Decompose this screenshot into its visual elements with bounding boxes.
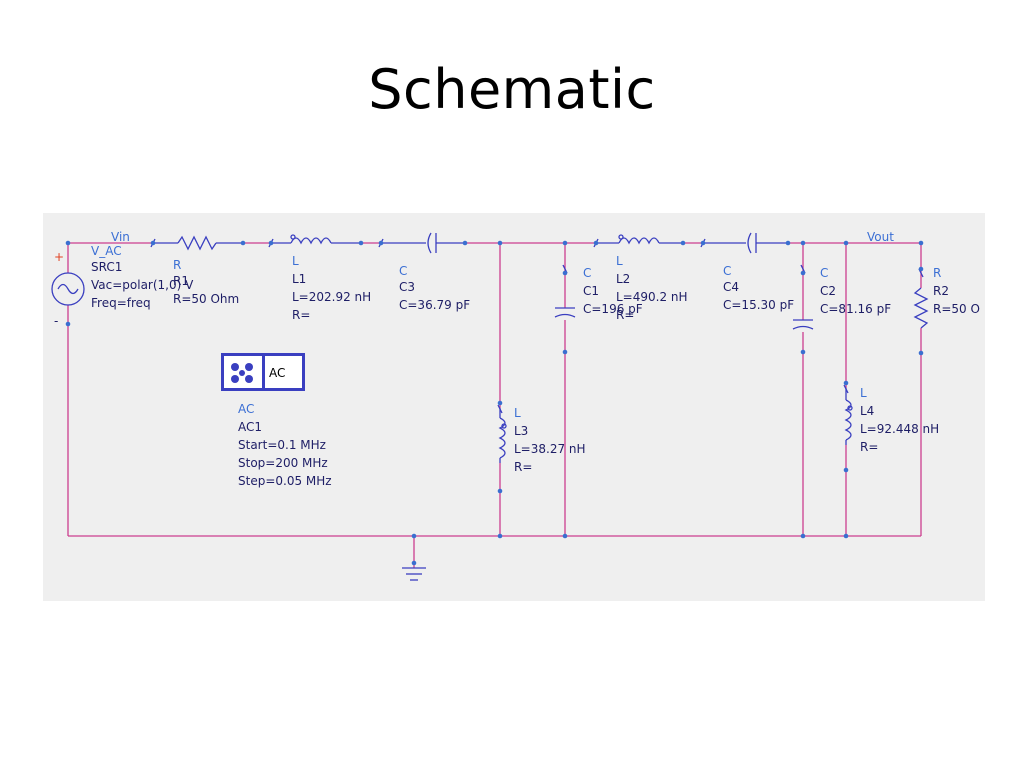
svg-text:C4: C4: [723, 280, 739, 294]
svg-text:R=: R=: [292, 308, 310, 322]
wires: [67, 242, 922, 568]
ac-simulation-block[interactable]: AC: [221, 353, 305, 391]
svg-text:Start=0.1 MHz: Start=0.1 MHz: [238, 438, 326, 452]
svg-text:L=490.2 nH: L=490.2 nH: [616, 290, 688, 304]
svg-text:C: C: [820, 266, 828, 280]
inductor-l2-labels: L L2 L=490.2 nH R=: [616, 254, 688, 322]
svg-text:C=196 pF: C=196 pF: [583, 302, 643, 316]
resistor-r1-symbol: [153, 235, 243, 251]
source-minus-sign: -: [54, 314, 58, 328]
svg-text:R: R: [933, 266, 941, 280]
svg-text:L: L: [860, 386, 867, 400]
svg-text:AC1: AC1: [238, 420, 262, 434]
source-v-ac-labels: V_AC SRC1 Vac=polar(1,0) V Freq=freq: [91, 244, 194, 310]
resistor-r2-labels: R R2 R=50 O: [933, 266, 980, 316]
svg-text:L3: L3: [514, 424, 528, 438]
simulation-gear-icon: [231, 363, 253, 383]
svg-text:R=50 Ohm: R=50 Ohm: [173, 292, 239, 306]
svg-text:C1: C1: [583, 284, 599, 298]
slide-title: Schematic: [368, 58, 656, 121]
svg-text:L4: L4: [860, 404, 874, 418]
capacitor-c1-labels: C C1 C=196 pF: [583, 266, 643, 316]
svg-text:C=15.30 pF: C=15.30 pF: [723, 298, 794, 312]
capacitor-c2-labels: C C2 C=81.16 pF: [820, 266, 891, 316]
svg-text:L2: L2: [616, 272, 630, 286]
ac-simulation-labels: AC AC1 Start=0.1 MHz Stop=200 MHz Step=0…: [238, 402, 332, 488]
ground-icon: [402, 567, 426, 581]
resistor-r1-labels: R R1 R=50 Ohm: [173, 258, 239, 306]
capacitor-c3-symbol: [381, 232, 465, 254]
inductor-l1-labels: L L1 L=202.92 nH R=: [292, 254, 371, 322]
capacitor-c4-symbol: [703, 232, 788, 254]
capacitor-c1-symbol: [554, 307, 576, 318]
resistor-r2-symbol: [913, 287, 929, 329]
svg-text:V_AC: V_AC: [91, 244, 122, 258]
svg-text:C: C: [399, 264, 407, 278]
capacitor-c4-labels: C C4 C=15.30 pF: [723, 264, 794, 312]
svg-text:C=81.16 pF: C=81.16 pF: [820, 302, 891, 316]
inductor-l3-symbol: [498, 408, 507, 463]
ac-block-label: AC: [269, 366, 285, 380]
svg-text:C=36.79 pF: C=36.79 pF: [399, 298, 470, 312]
svg-text:R=: R=: [616, 308, 634, 322]
svg-text:R2: R2: [933, 284, 949, 298]
ac-voltage-source-symbol: [51, 272, 85, 306]
svg-text:C: C: [723, 264, 731, 278]
capacitor-c2-symbol: [792, 319, 814, 330]
svg-text:AC: AC: [238, 402, 254, 416]
node-dots: [65, 240, 924, 566]
svg-text:L: L: [514, 406, 521, 420]
inductor-l1-symbol: [271, 234, 361, 245]
svg-text:Freq=freq: Freq=freq: [91, 296, 151, 310]
svg-text:R=: R=: [514, 460, 532, 474]
svg-text:C2: C2: [820, 284, 836, 298]
capacitor-c3-labels: C C3 C=36.79 pF: [399, 264, 470, 312]
svg-text:C3: C3: [399, 280, 415, 294]
net-label-vin: Vin: [111, 230, 130, 244]
svg-text:L=38.27 nH: L=38.27 nH: [514, 442, 586, 456]
inductor-l4-labels: L L4 L=92.448 nH R=: [860, 386, 939, 454]
svg-text:R=50 O: R=50 O: [933, 302, 980, 316]
svg-text:Step=0.05 MHz: Step=0.05 MHz: [238, 474, 332, 488]
net-label-vout: Vout: [867, 230, 894, 244]
svg-text:R: R: [173, 258, 181, 272]
svg-text:SRC1: SRC1: [91, 260, 122, 274]
svg-text:Stop=200 MHz: Stop=200 MHz: [238, 456, 328, 470]
inductor-l4-symbol: [844, 388, 853, 445]
svg-text:R=: R=: [860, 440, 878, 454]
svg-text:L: L: [292, 254, 299, 268]
schematic-diagram: Vin Vout + - V_AC SRC1 Vac=polar(1,0) V …: [43, 213, 985, 601]
svg-text:R1: R1: [173, 274, 189, 288]
svg-text:C: C: [583, 266, 591, 280]
svg-text:L=92.448 nH: L=92.448 nH: [860, 422, 939, 436]
svg-text:L: L: [616, 254, 623, 268]
inductor-l3-labels: L L3 L=38.27 nH R=: [514, 406, 586, 474]
inductor-l2-symbol: [596, 234, 683, 245]
svg-text:L=202.92 nH: L=202.92 nH: [292, 290, 371, 304]
svg-text:Vac=polar(1,0) V: Vac=polar(1,0) V: [91, 278, 194, 292]
svg-text:L1: L1: [292, 272, 306, 286]
source-plus-sign: +: [54, 250, 64, 264]
